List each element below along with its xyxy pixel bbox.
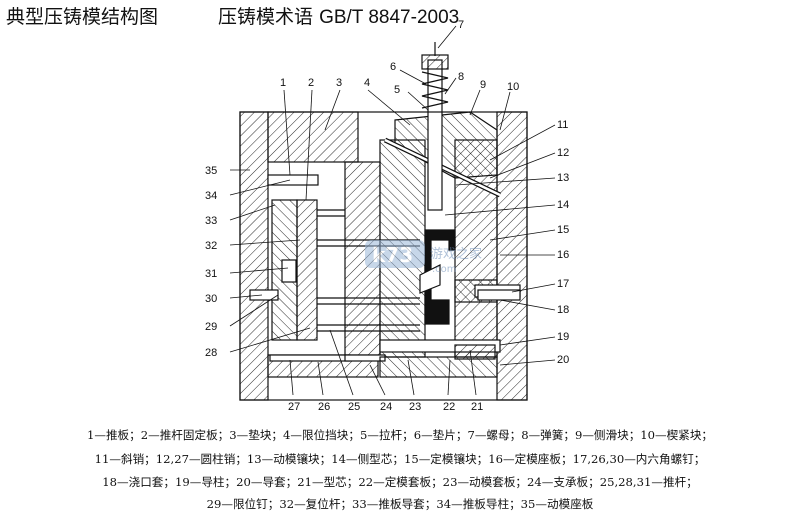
moving-die-base-plate — [239, 111, 269, 401]
title-standard: GB/T 8847-2003 — [319, 7, 460, 28]
watermark-url: .com — [432, 264, 457, 275]
part-number-8: 8 — [458, 71, 464, 83]
part-number-29: 29 — [205, 321, 217, 333]
part-number-25: 25 — [348, 401, 360, 413]
part-number-20: 20 — [557, 354, 569, 366]
part-number-26: 26 — [318, 401, 330, 413]
part-number-2: 2 — [308, 77, 314, 89]
watermark: k73 游戏之家 .com — [365, 240, 482, 275]
part-number-19: 19 — [557, 331, 569, 343]
part-number-35: 35 — [205, 165, 217, 177]
part-number-10: 10 — [507, 81, 519, 93]
part-number-5: 5 — [394, 84, 400, 96]
part-number-15: 15 — [557, 224, 569, 236]
part-number-21: 21 — [471, 401, 483, 413]
nut — [421, 54, 449, 70]
part-number-27: 27 — [288, 401, 300, 413]
title-sub: 压铸模术语 — [218, 6, 314, 28]
part-number-31: 31 — [205, 268, 217, 280]
part-number-32: 32 — [205, 240, 217, 252]
part-number-7: 7 — [458, 19, 464, 31]
part-number-1: 1 — [280, 77, 286, 89]
part-number-13: 13 — [557, 172, 569, 184]
legend-line-4: 29—限位钉；32—复位杆；33—推板导套；34—推板导柱；35—动模座板 — [206, 497, 594, 511]
ejector-retainer-plate — [296, 199, 318, 341]
part-number-6: 6 — [390, 61, 396, 73]
part-number-22: 22 — [443, 401, 455, 413]
part-number-14: 14 — [557, 199, 569, 211]
part-number-33: 33 — [205, 215, 217, 227]
part-number-9: 9 — [480, 79, 486, 91]
part-number-3: 3 — [336, 77, 342, 89]
part-number-17: 17 — [557, 278, 569, 290]
part-number-28: 28 — [205, 347, 217, 359]
part-number-18: 18 — [557, 304, 569, 316]
watermark-logo: k73 — [372, 243, 413, 267]
part-number-16: 16 — [557, 249, 569, 261]
part-number-12: 12 — [557, 147, 569, 159]
legend-line-3: 18—浇口套；19—导柱；20—导套；21—型芯；22—定模套板；23—动模套板… — [102, 475, 698, 489]
part-number-30: 30 — [205, 293, 217, 305]
title-main: 典型压铸模结构图 — [6, 6, 159, 28]
part-number-24: 24 — [380, 401, 392, 413]
part-number-23: 23 — [409, 401, 421, 413]
watermark-text: 游戏之家 — [430, 246, 482, 262]
support-block-top — [267, 111, 359, 163]
fixed-die-base-plate — [496, 111, 528, 401]
part-number-4: 4 — [364, 77, 370, 89]
legend-line-2: 11—斜销；12,27—圆柱销；13—动模镶块；14—侧型芯；15—定模镶块；1… — [94, 452, 706, 466]
legend-line-1: 1—推板；2—推杆固定板；3—垫块；4—限位挡块；5—拉杆；6—垫片；7—螺母；… — [86, 428, 714, 442]
part-number-34: 34 — [205, 190, 217, 202]
page-title: 典型压铸模结构图 压铸模术语 GB/T 8847-2003 — [6, 2, 459, 29]
casting-cavity — [424, 229, 456, 325]
part-number-11: 11 — [557, 119, 568, 131]
